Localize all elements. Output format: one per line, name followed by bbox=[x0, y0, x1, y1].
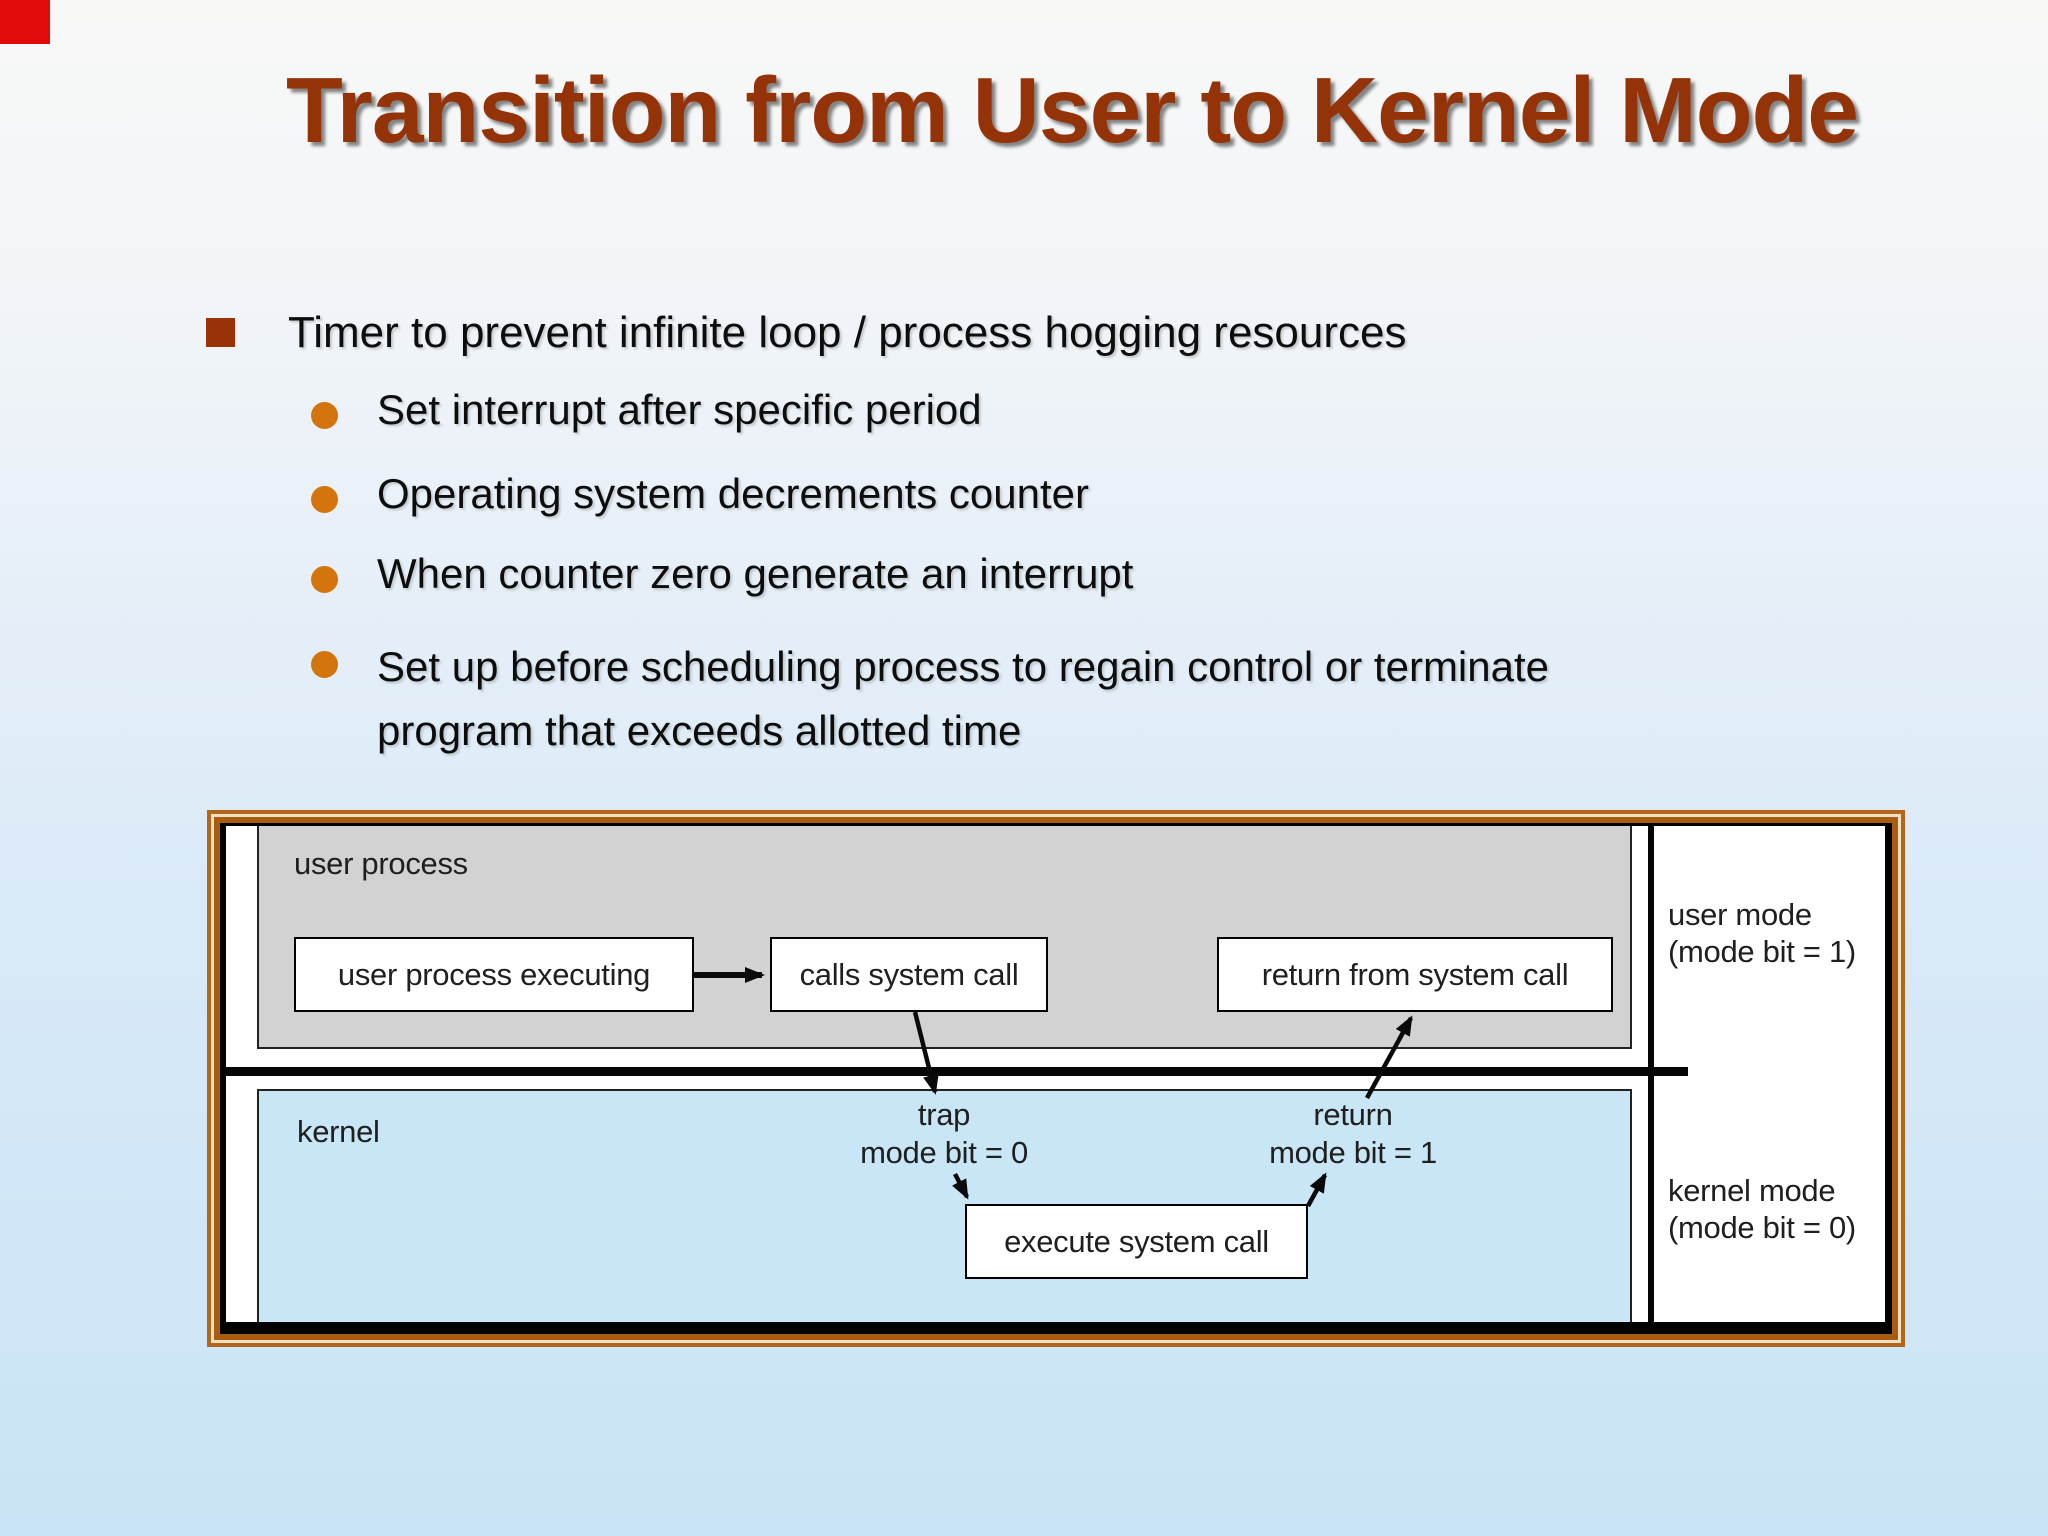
figure-inner-frame: user process kernel user process executi… bbox=[214, 817, 1898, 1340]
corner-marker bbox=[0, 0, 50, 44]
user-mode-label: user mode (mode bit = 1) bbox=[1668, 896, 1856, 970]
return-label-line1: return bbox=[1313, 1097, 1393, 1132]
return-label: return mode bit = 1 bbox=[1253, 1096, 1453, 1172]
bullet-dot-icon bbox=[311, 566, 338, 593]
sub-bullet-item: When counter zero generate an interrupt bbox=[377, 550, 1134, 597]
bullet-dot-icon bbox=[311, 402, 338, 429]
page-title: Transition from User to Kernel Mode bbox=[285, 58, 1859, 162]
sub-bullet-item: Operating system decrements counter bbox=[377, 470, 1089, 517]
box-execute-system-call: execute system call bbox=[965, 1204, 1308, 1279]
trap-label-line1: trap bbox=[917, 1097, 971, 1132]
box-calls-system-call: calls system call bbox=[770, 937, 1048, 1012]
bullet-dot-icon bbox=[311, 486, 338, 513]
return-label-line2: mode bit = 1 bbox=[1269, 1135, 1437, 1170]
bullet-dot-icon bbox=[311, 651, 338, 678]
kernel-label: kernel bbox=[297, 1114, 380, 1149]
bullet-item: Timer to prevent infinite loop / process… bbox=[288, 308, 1407, 357]
kernel-mode-label: kernel mode (mode bit = 0) bbox=[1668, 1172, 1856, 1246]
kernel-mode-line1: kernel mode bbox=[1668, 1173, 1836, 1208]
figure-content: user process kernel user process executi… bbox=[220, 823, 1892, 1334]
sub-bullet-item: Set interrupt after specific period bbox=[377, 386, 982, 433]
label-column-divider bbox=[1648, 826, 1654, 1322]
user-mode-line1: user mode bbox=[1668, 897, 1812, 932]
box-return-from-system-call: return from system call bbox=[1217, 937, 1613, 1012]
box-user-process-executing: user process executing bbox=[294, 937, 694, 1012]
mode-boundary-line bbox=[226, 1067, 1688, 1076]
bullet-square-icon bbox=[206, 318, 235, 347]
sub-bullet-item: Set up before scheduling process to rega… bbox=[377, 635, 1857, 763]
trap-label: trap mode bit = 0 bbox=[844, 1096, 1044, 1172]
mode-transition-figure: user process kernel user process executi… bbox=[207, 810, 1905, 1347]
kernel-region bbox=[257, 1089, 1632, 1322]
trap-label-line2: mode bit = 0 bbox=[860, 1135, 1028, 1170]
user-process-label: user process bbox=[294, 846, 468, 881]
user-mode-line2: (mode bit = 1) bbox=[1668, 934, 1856, 969]
sub-bullet-line: Set up before scheduling process to rega… bbox=[377, 643, 1550, 690]
sub-bullet-line: program that exceeds allotted time bbox=[377, 707, 1022, 754]
kernel-mode-line2: (mode bit = 0) bbox=[1668, 1210, 1856, 1245]
